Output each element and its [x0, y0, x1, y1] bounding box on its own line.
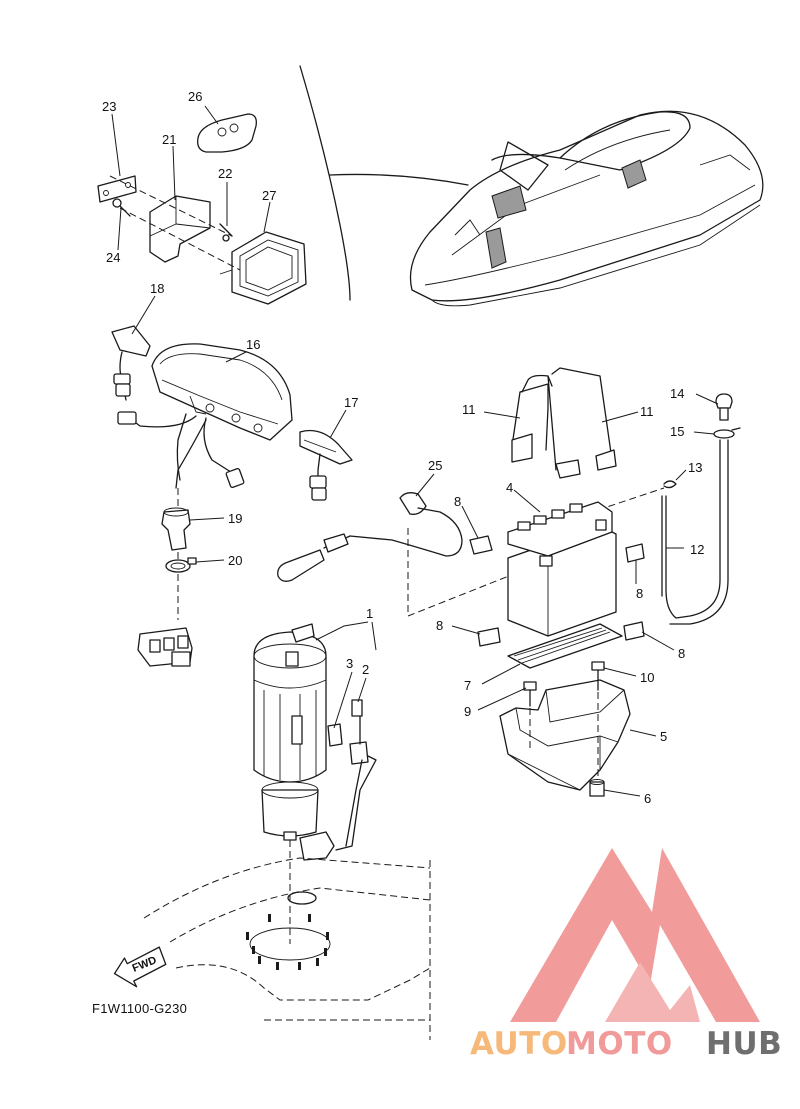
callout-2: 2 [362, 662, 369, 677]
part-16-meter-unit [151, 343, 293, 441]
watermark-word-hub: HUB [706, 1026, 782, 1062]
callout-9: 9 [464, 704, 471, 719]
part-17-switch [299, 429, 353, 501]
connector-cluster [137, 627, 193, 667]
callout-19: 19 [228, 511, 242, 526]
part-14-vent-fitting [715, 393, 733, 421]
callout-25: 25 [428, 458, 442, 473]
callout-20: 20 [228, 553, 242, 568]
part-11-straps [511, 367, 617, 479]
meter-harness [117, 411, 245, 489]
callout-13: 13 [688, 460, 702, 475]
part-15-clip [713, 427, 741, 439]
part-20-clamp [165, 557, 197, 573]
part-26-remote-fob [197, 113, 257, 153]
part-2-connector [349, 699, 369, 765]
callout-22: 22 [218, 166, 232, 181]
automotohub-logo [510, 848, 760, 1022]
callout-numbers: 1 2 3 4 5 6 7 8 8 8 8 9 10 11 11 12 13 1… [102, 89, 704, 806]
callout-24: 24 [106, 250, 120, 265]
part-18-switch [111, 325, 151, 401]
watermark-word-auto: AUTO [470, 1026, 568, 1062]
callout-8-lower: 8 [436, 618, 443, 633]
callout-23: 23 [102, 99, 116, 114]
part-3-connector [327, 723, 343, 747]
fuel-tank [143, 840, 431, 1040]
part-27-receiver [219, 231, 307, 305]
callout-27: 27 [262, 188, 276, 203]
part-6-collar [589, 779, 605, 797]
callout-8-right: 8 [636, 586, 643, 601]
part-23-bracket-plate [97, 175, 137, 203]
part-22-screw [219, 223, 233, 242]
callout-11-right: 11 [640, 404, 654, 419]
callout-15: 15 [670, 424, 684, 439]
callout-leaders [111, 105, 719, 797]
part-12-vent-hose [661, 439, 729, 625]
callout-18: 18 [150, 281, 164, 296]
part-7-mat [507, 623, 623, 669]
callout-10: 10 [640, 670, 654, 685]
part-19-grommet [161, 507, 191, 551]
part-10-bolt [591, 661, 605, 691]
fuel-pump-harness [299, 755, 377, 861]
logo-triangle-mark [510, 848, 760, 1022]
callout-14: 14 [670, 386, 684, 401]
callout-1: 1 [366, 606, 373, 621]
callout-17: 17 [344, 395, 358, 410]
part-21-bracket [149, 195, 211, 263]
callout-8-lower-right: 8 [678, 646, 685, 661]
part-24-screw [112, 198, 131, 217]
fwd-arrow-icon [113, 946, 167, 988]
callout-5: 5 [660, 729, 667, 744]
callout-12: 12 [690, 542, 704, 557]
callout-3: 3 [346, 656, 353, 671]
callout-16: 16 [246, 337, 260, 352]
callout-11-left: 11 [462, 402, 476, 417]
diagram-code: F1W1100-G230 [92, 1001, 187, 1016]
callout-4: 4 [506, 480, 513, 495]
part-5-battery-box [499, 679, 631, 791]
part-4-battery [507, 501, 617, 637]
callout-7: 7 [464, 678, 471, 693]
watermark-word-moto: MOTO [566, 1026, 673, 1062]
part-1-fuel-pump [253, 623, 327, 841]
part-25-temp-sensor [277, 492, 463, 582]
part-9-bolt [523, 681, 537, 707]
callout-26: 26 [188, 89, 202, 104]
watercraft-overview [299, 65, 764, 307]
callout-21: 21 [162, 132, 176, 147]
part-13-hose-clip [663, 480, 677, 489]
watermark-text: AUTO MOTO HUB [470, 1026, 782, 1062]
callout-8-left: 8 [454, 494, 461, 509]
callout-6: 6 [644, 791, 651, 806]
part-8-pads [469, 535, 645, 647]
